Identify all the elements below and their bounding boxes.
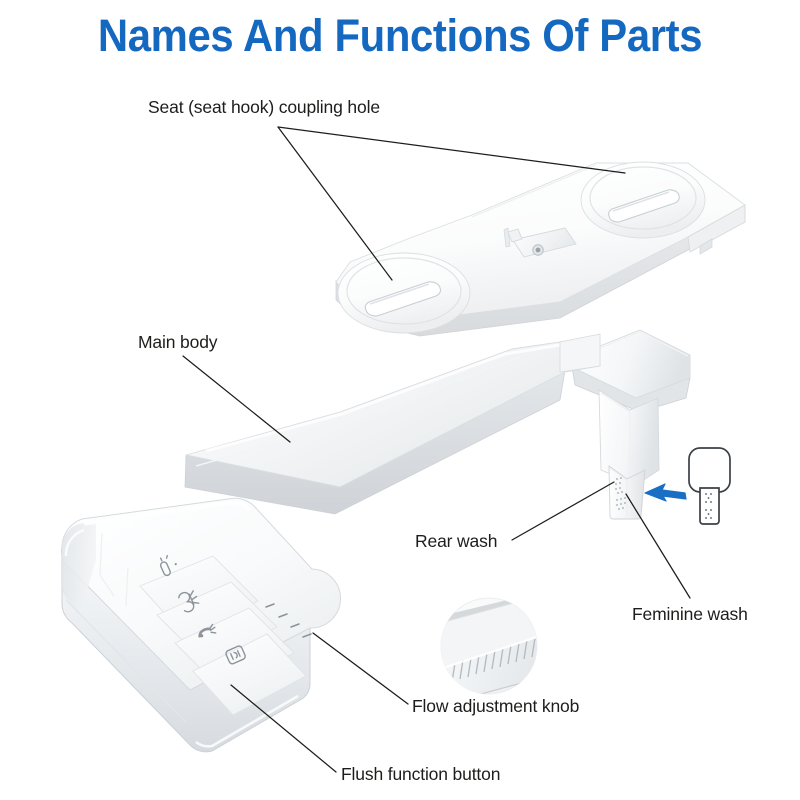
center-bracket: [503, 227, 577, 258]
feminine-wash-icon: [159, 554, 177, 577]
feminine-wash-holes: [616, 497, 626, 510]
callout-feminine-wash: Feminine wash: [632, 604, 748, 624]
page-title: Names And Functions Of Parts: [97, 10, 703, 61]
flow-knob-magnifier: [440, 597, 538, 695]
leader-main-body: [182, 355, 291, 443]
flush-toilet-icon: [225, 645, 246, 665]
callout-rear-wash: Rear wash: [415, 531, 498, 551]
nozzle-tip: [608, 465, 646, 520]
rear-wash-holes: [615, 477, 623, 494]
nozzle-detail-arrow: [644, 483, 687, 502]
callout-flush-function-button: Flush function button: [341, 764, 501, 784]
main-body-arm: [184, 333, 601, 515]
mounting-plate: [335, 161, 746, 337]
nozzle-assembly: [571, 329, 691, 520]
control-panel-keypad: [139, 554, 307, 716]
leader-flush-button: [230, 684, 337, 773]
coupling-hole-right: [580, 161, 706, 239]
indicator-ticks: [265, 603, 312, 638]
nozzle-clean-icon: [198, 623, 217, 638]
leader-seat-left: [277, 126, 393, 281]
leader-rear-wash: [511, 481, 615, 541]
leader-feminine-wash: [625, 493, 691, 599]
leader-flow-knob: [312, 632, 409, 705]
callout-main-body: Main body: [138, 332, 218, 352]
flush-function-button[interactable]: [192, 633, 307, 716]
coupling-hole-left: [337, 252, 471, 334]
callout-flow-adjustment-knob: Flow adjustment knob: [412, 696, 580, 716]
rear-wash-icon: [178, 590, 200, 613]
callout-seat-coupling-hole: Seat (seat hook) coupling hole: [148, 97, 380, 117]
control-panel-housing: [60, 497, 341, 753]
leader-lines: [182, 126, 691, 773]
leader-seat-right: [277, 126, 626, 174]
nozzle-tip-inset: [644, 447, 731, 525]
